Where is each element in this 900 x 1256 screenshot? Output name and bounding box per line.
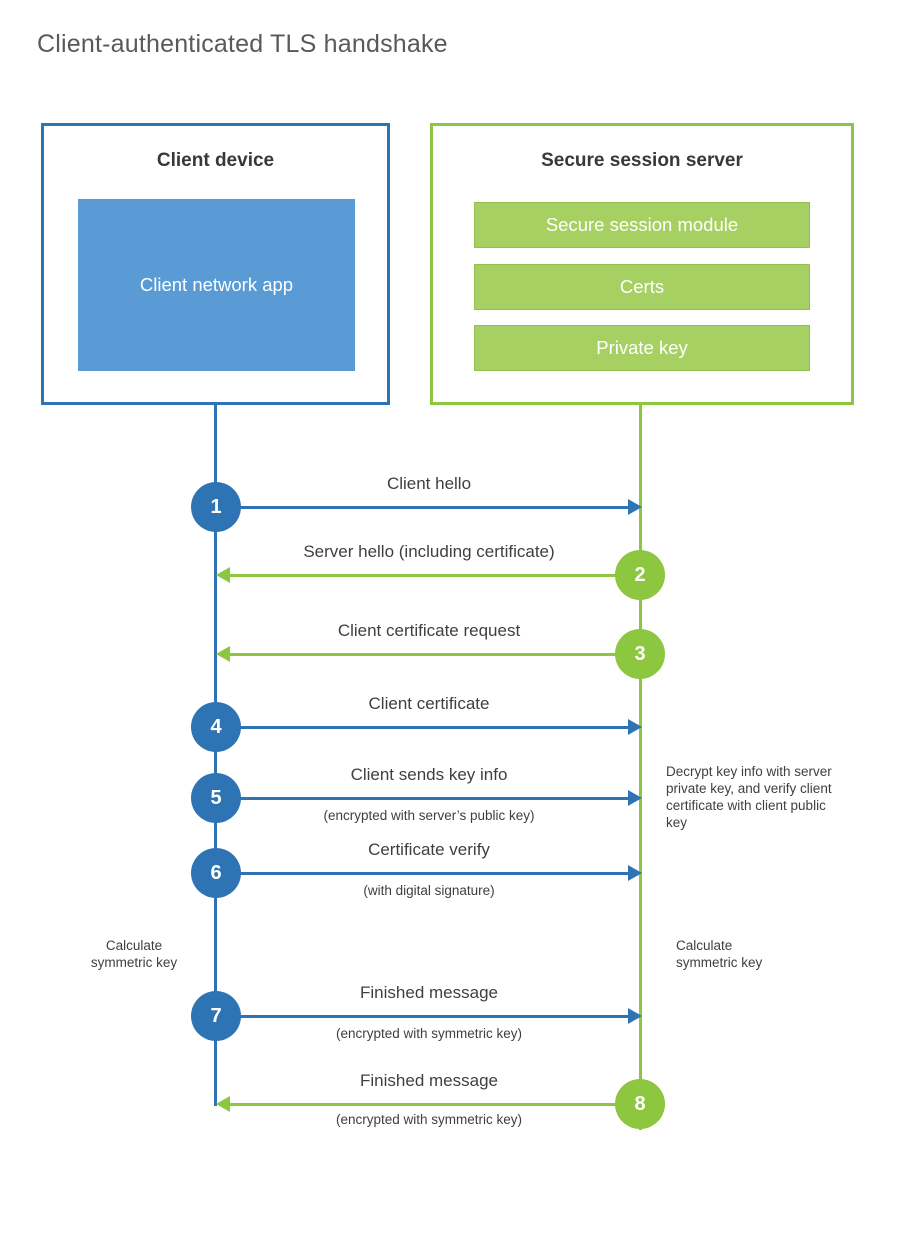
client-device-box: Client device Client network app (41, 123, 390, 405)
step-1-number: 1 (210, 495, 222, 518)
step-3-arrow-line (230, 653, 640, 656)
step-4-label: Client certificate (368, 694, 490, 713)
step-6-arrow-line (216, 872, 628, 875)
step-4-arrowhead-right-icon (628, 719, 642, 735)
step-3-label: Client certificate request (337, 621, 521, 640)
step-3-number: 3 (634, 642, 646, 665)
step-7-arrowhead-right-icon (628, 1008, 642, 1024)
step-5-arrow-line (216, 797, 628, 800)
step-3-badge: 3 (615, 629, 665, 679)
step-1-label: Client hello (386, 474, 472, 493)
server-module-private-key: Private key (474, 325, 810, 371)
step-6-sublabel: (with digital signature) (363, 883, 495, 898)
step-5-number: 5 (210, 786, 222, 809)
server-heading: Secure session server (541, 150, 743, 171)
calculate-symmetric-key-note-client: Calculate symmetric key (90, 938, 178, 970)
server-lifeline (639, 404, 642, 1130)
server-module-certs: Certs (474, 264, 810, 310)
client-network-app-box: Client network app (78, 199, 355, 371)
step-2-label: Server hello (including certificate) (303, 542, 555, 561)
step-1-arrowhead-right-icon (628, 499, 642, 515)
step-8-number: 8 (634, 1092, 646, 1115)
step-6-arrowhead-right-icon (628, 865, 642, 881)
client-network-app-label: Client network app (139, 273, 294, 295)
step-7-sublabel: (encrypted with symmetric key) (335, 1026, 523, 1041)
step-8-sublabel: (encrypted with symmetric key) (335, 1112, 523, 1127)
server-module-secure-session: Secure session module (474, 202, 810, 248)
step-7-number: 7 (210, 1004, 222, 1027)
step-5-label: Client sends key info (350, 765, 508, 784)
step-4-number: 4 (210, 715, 222, 738)
step-1-badge: 1 (191, 482, 241, 532)
step-8-arrow-line (230, 1103, 640, 1106)
step-6-label: Certificate verify (368, 840, 490, 859)
step-2-arrow-line (230, 574, 640, 577)
step-8-label: Finished message (360, 1071, 498, 1090)
decrypt-key-note: Decrypt key info with server private key… (666, 764, 832, 830)
step-7-label: Finished message (360, 983, 498, 1002)
step-8-badge: 8 (615, 1079, 665, 1129)
step-2-number: 2 (634, 563, 646, 586)
step-6-badge: 6 (191, 848, 241, 898)
step-7-arrow-line (216, 1015, 628, 1018)
step-1-arrow-line (216, 506, 628, 509)
step-5-badge: 5 (191, 773, 241, 823)
calculate-symmetric-key-note-server: Calculate symmetric key (676, 938, 763, 970)
client-lifeline (214, 404, 217, 1106)
step-8-arrowhead-left-icon (216, 1096, 230, 1112)
step-5-sublabel: (encrypted with server’s public key) (323, 808, 535, 823)
step-2-arrowhead-left-icon (216, 567, 230, 583)
page-title: Client-authenticated TLS handshake (37, 30, 448, 58)
step-4-arrow-line (216, 726, 628, 729)
step-2-badge: 2 (615, 550, 665, 600)
step-6-number: 6 (210, 861, 222, 884)
step-4-badge: 4 (191, 702, 241, 752)
step-3-arrowhead-left-icon (216, 646, 230, 662)
step-5-arrowhead-right-icon (628, 790, 642, 806)
server-box: Secure session server Secure session mod… (430, 123, 854, 405)
client-device-heading: Client device (156, 150, 275, 171)
step-7-badge: 7 (191, 991, 241, 1041)
